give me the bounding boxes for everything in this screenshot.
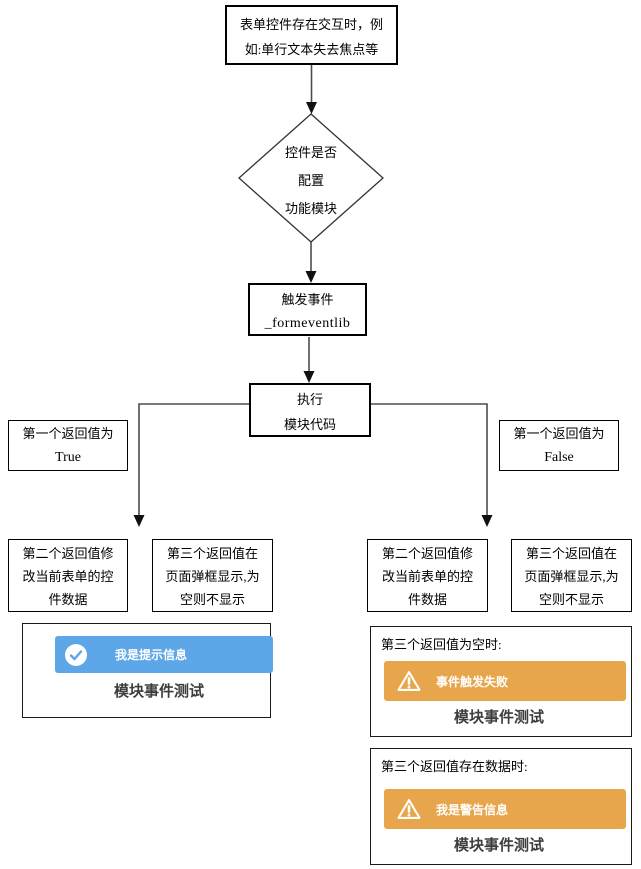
decision-node-label: 控件是否 配置 功能模块 (239, 139, 383, 223)
outcome-left-third-return: 第三个返回值在页面弹框显示,为空则不显示 (152, 539, 273, 612)
trigger-library-name: _formeventlib (264, 316, 351, 331)
execute-line: 执行 (296, 392, 323, 407)
arrowhead (133, 515, 145, 527)
warning-toast: 事件触发失败 (384, 661, 626, 701)
warning-empty-title: 第三个返回值为空时: (381, 637, 502, 652)
connector-line-right-branch (371, 403, 488, 515)
warning-triangle-icon (396, 798, 422, 820)
module-event-test-caption: 模块事件测试 (113, 684, 204, 700)
success-example-panel: 我是提示信息 模块事件测试 (22, 623, 273, 718)
outcome-left-second-return: 第二个返回值修改当前表单的控件数据 (8, 539, 128, 612)
arrowhead (306, 102, 317, 114)
branch-true-line: 第一个返回值为 (22, 426, 114, 441)
module-event-test-caption: 模块事件测试 (453, 710, 544, 726)
warning-triangle-icon (396, 670, 422, 692)
warning-data-title: 第三个返回值存在数据时: (381, 759, 528, 774)
execute-line: 模块代码 (283, 417, 336, 432)
arrowhead (303, 371, 315, 383)
warning-toast-text: 事件触发失败 (436, 674, 509, 689)
branch-false-label: 第一个返回值为 False (499, 420, 619, 471)
execute-module-node: 执行 模块代码 (249, 383, 371, 437)
arrowhead (305, 271, 317, 283)
module-event-test-caption: 模块事件测试 (453, 838, 544, 854)
connector-line-left-branch (138, 403, 249, 515)
decision-line: 控件是否 (284, 145, 337, 160)
branch-true-label: 第一个返回值为 True (8, 420, 128, 471)
start-node: 表单控件存在交互时，例如:单行文本失去焦点等 (225, 5, 398, 65)
check-circle-icon (65, 643, 87, 666)
decision-line: 功能模块 (284, 201, 337, 216)
warning-toast-text: 我是警告信息 (436, 802, 509, 817)
success-toast-text: 我是提示信息 (115, 648, 188, 662)
warning-empty-panel: 第三个返回值为空时: 事件触发失败 模块事件测试 (370, 626, 632, 737)
branch-true-value: True (55, 450, 81, 465)
warning-data-panel: 第三个返回值存在数据时: 我是警告信息 模块事件测试 (370, 748, 632, 865)
outcome-right-second-return: 第二个返回值修改当前表单的控件数据 (367, 539, 488, 612)
warning-toast: 我是警告信息 (384, 789, 626, 829)
branch-false-line: 第一个返回值为 (513, 426, 605, 441)
arrowhead (481, 515, 493, 527)
branch-false-value: False (544, 450, 574, 465)
success-toast: 我是提示信息 (55, 636, 273, 673)
trigger-event-node: 触发事件 _formeventlib (248, 283, 367, 336)
trigger-line: 触发事件 (281, 292, 334, 307)
outcome-right-third-return: 第三个返回值在页面弹框显示,为空则不显示 (511, 539, 632, 612)
decision-line: 配置 (297, 173, 324, 188)
